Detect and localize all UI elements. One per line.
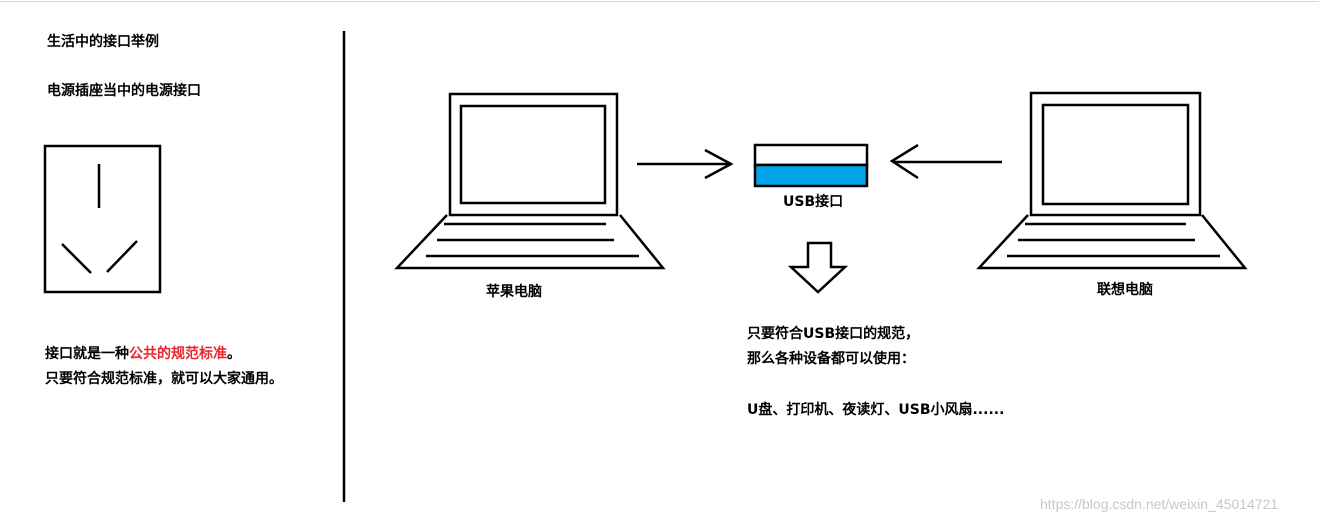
- usb-label: USB接口: [783, 194, 844, 210]
- arrow-down-icon: [787, 241, 849, 294]
- desc-suffix: 。: [227, 346, 241, 362]
- note-line1: 只要符合USB接口的规范，: [747, 326, 920, 342]
- laptop-icon-right: [976, 91, 1248, 270]
- desc-highlight: 公共的规范标准: [129, 346, 227, 362]
- desc-prefix: 接口就是一种: [45, 346, 129, 362]
- left-title: 生活中的接口举例: [47, 34, 159, 50]
- left-desc-line2: 只要符合规范标准，就可以大家通用。: [45, 371, 283, 387]
- left-subtitle: 电源插座当中的电源接口: [47, 83, 201, 99]
- power-socket-icon: [43, 144, 162, 294]
- arrow-right-icon: [637, 148, 734, 180]
- left-laptop-label: 苹果电脑: [486, 284, 542, 300]
- left-desc-line1: 接口就是一种公共的规范标准。: [45, 345, 241, 363]
- watermark: https://blog.csdn.net/weixin_45014721: [1040, 496, 1279, 512]
- note-line3: U盘、打印机、夜读灯、USB小风扇......: [747, 402, 1005, 418]
- note-line2: 那么各种设备都可以使用：: [747, 351, 915, 367]
- arrow-left-icon: [889, 143, 1002, 180]
- usb-port-icon: [753, 143, 869, 188]
- laptop-icon-left: [394, 92, 666, 270]
- right-laptop-label: 联想电脑: [1097, 282, 1153, 298]
